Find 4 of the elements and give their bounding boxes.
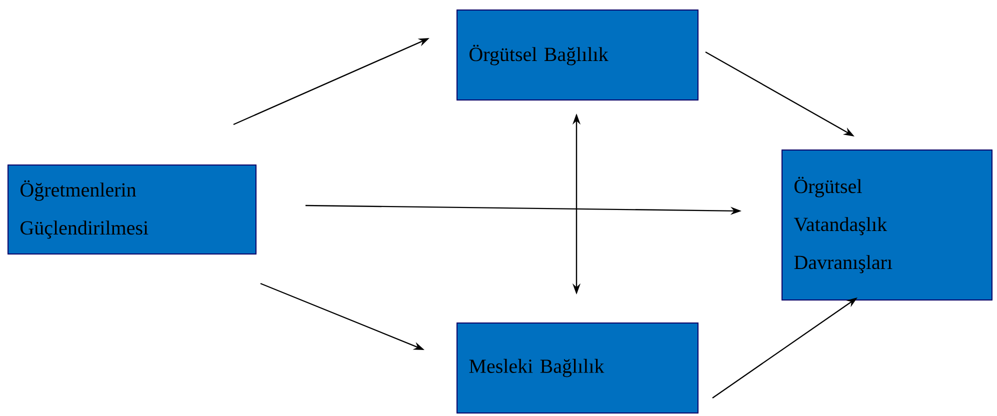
process-box: Örgütsel Vatandaşlık Davranışları (782, 150, 992, 300)
process-box: Örgütsel Bağlılık (456, 10, 698, 100)
process-box: Mesleki Bağlılık (456, 322, 698, 414)
process-box: Öğretmenlerin Güçlendirilmesi (8, 164, 256, 254)
